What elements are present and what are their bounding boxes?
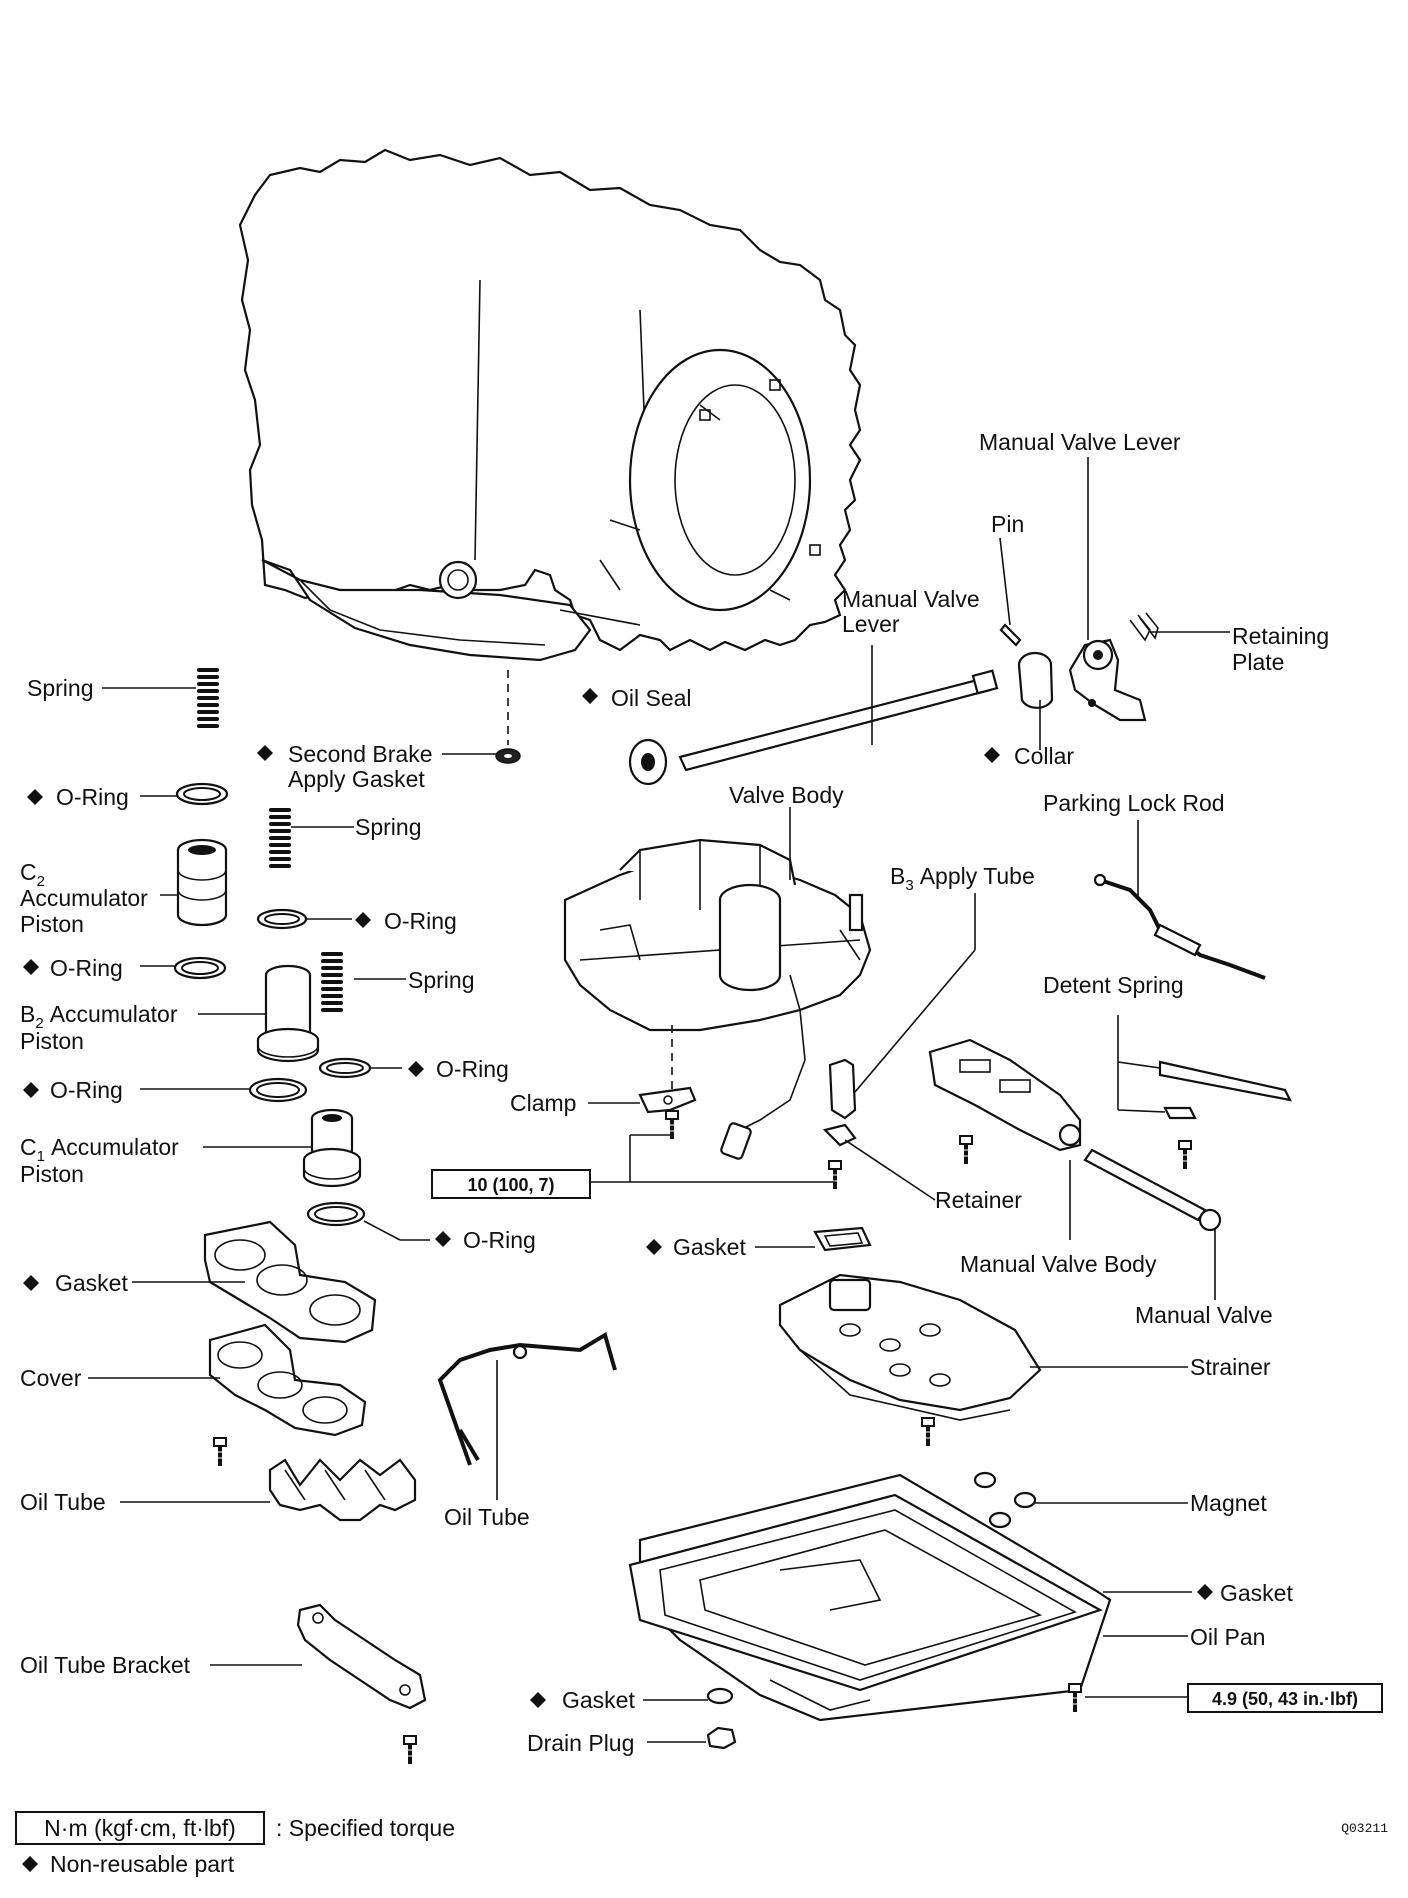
b3-apply-tube [828,1058,857,1120]
detent-spring [1158,1060,1292,1120]
legend-torque-unit: N·m (kgf·cm, ft·lbf) [44,1815,236,1841]
drain-plug [706,1726,737,1750]
label-c1-accum-3: Piston [20,1161,84,1187]
parking-lock-rod [1093,873,1266,980]
label-o-ring-4: O-Ring [436,1056,509,1082]
oil-pan-bolt [1067,1682,1083,1714]
label-gasket-filter: Gasket [673,1234,746,1260]
figure-code: Q03211 [1341,1821,1388,1836]
legend-torque-desc: : Specified torque [276,1815,455,1841]
label-valve-body: Valve Body [729,782,844,808]
label-retaining-plate-1: Retaining [1232,623,1329,649]
oil-pan [628,1473,1112,1722]
legend: N·m (kgf·cm, ft·lbf) : Specified torque … [15,1811,455,1877]
label-c2-accum-1: C2 [20,859,45,890]
label-manual-valve-lever-shaft-1: Manual Valve [842,586,980,612]
oil-tube-bracket [296,1603,427,1710]
label-oil-tube-mid: Oil Tube [444,1504,530,1530]
manual-valve-lever-shaft [678,669,999,772]
oil-tube-left [268,1458,417,1522]
spring-2 [269,808,291,868]
label-retaining-plate-2: Plate [1232,649,1284,675]
strainer [778,1273,1042,1421]
filter-gasket [813,1226,872,1252]
label-spring-2: Spring [355,814,421,840]
retaining-plate [1129,612,1159,642]
strainer-bolt [920,1416,936,1448]
retainer [822,1123,857,1147]
spring-3 [321,952,343,1012]
manual-valve [1083,1148,1222,1232]
cover-bolt [212,1436,228,1468]
label-spring-3: Spring [408,967,474,993]
label-strainer: Strainer [1190,1354,1271,1380]
label-spring-1: Spring [27,675,93,701]
label-manual-valve-lever-shaft-2: Lever [842,611,900,637]
label-c2-accum-2: Accumulator [20,885,148,911]
label-retainer: Retainer [935,1187,1022,1213]
label-gasket-pan: Gasket [1220,1580,1293,1606]
oil-seal [628,738,668,786]
manual-valve-body-bolt [958,1134,974,1166]
label-o-ring-2: O-Ring [384,908,457,934]
label-o-ring-3: O-Ring [50,955,123,981]
spring-1 [197,668,219,728]
valve-body-bolt-2 [827,1159,843,1191]
pin [999,623,1022,647]
valve-body [563,838,872,1160]
label-oil-tube-left: Oil Tube [20,1489,106,1515]
bracket-bolt [402,1734,418,1766]
magnets [973,1471,1037,1529]
label-oil-seal: Oil Seal [611,685,692,711]
legend-non-reusable: Non-reusable part [50,1851,235,1877]
b2-accumulator-piston [256,964,320,1063]
torque-spec-oil-pan: 4.9 (50, 43 in.·lbf) [1187,1683,1383,1713]
label-o-ring-6: O-Ring [463,1227,536,1253]
label-o-ring-5: O-Ring [50,1077,123,1103]
label-clamp: Clamp [510,1090,576,1116]
label-gasket-drain: Gasket [562,1687,635,1713]
manual-valve-lever-part [1068,638,1147,722]
label-detent-spring: Detent Spring [1043,972,1184,998]
manual-valve-body [928,1038,1082,1152]
label-parking-lock-rod: Parking Lock Rod [1043,790,1225,816]
label-pin: Pin [991,511,1024,537]
detent-spring-bolt [1177,1139,1193,1171]
clamp [638,1086,697,1114]
drain-gasket [706,1687,734,1705]
part-labels: Spring Second Brake Apply Gasket Oil Sea… [20,429,1329,1756]
svg-text:4.9 (50, 43 in.·lbf): 4.9 (50, 43 in.·lbf) [1212,1689,1358,1709]
torque-spec-valve-body: 10 (100, 7) [431,1169,591,1199]
cover-gasket [203,1220,377,1344]
label-collar: Collar [1014,743,1074,769]
label-second-brake-2: Apply Gasket [288,766,425,792]
transmission-case [238,148,862,662]
c1-accumulator-piston [302,1108,362,1188]
label-manual-valve-body: Manual Valve Body [960,1251,1157,1277]
svg-text:10 (100, 7): 10 (100, 7) [467,1175,554,1195]
label-manual-valve-lever-top: Manual Valve Lever [979,429,1181,455]
label-drain-plug: Drain Plug [527,1730,634,1756]
label-c2-accum-3: Piston [20,911,84,937]
label-gasket-cover: Gasket [55,1270,128,1296]
leader-lines [88,457,1230,1743]
oil-tube-middle [437,1331,617,1466]
label-o-ring-1: O-Ring [56,784,129,810]
label-oil-tube-bracket: Oil Tube Bracket [20,1652,191,1678]
label-manual-valve: Manual Valve [1135,1302,1273,1328]
label-magnet: Magnet [1190,1490,1267,1516]
c2-accumulator-piston [176,838,228,927]
label-second-brake-1: Second Brake [288,741,432,767]
second-brake-apply-gasket [495,748,521,764]
label-b2-accum-3: Piston [20,1028,84,1054]
cover [208,1323,367,1437]
label-cover: Cover [20,1365,82,1391]
collar [1017,651,1054,709]
label-oil-pan: Oil Pan [1190,1624,1265,1650]
